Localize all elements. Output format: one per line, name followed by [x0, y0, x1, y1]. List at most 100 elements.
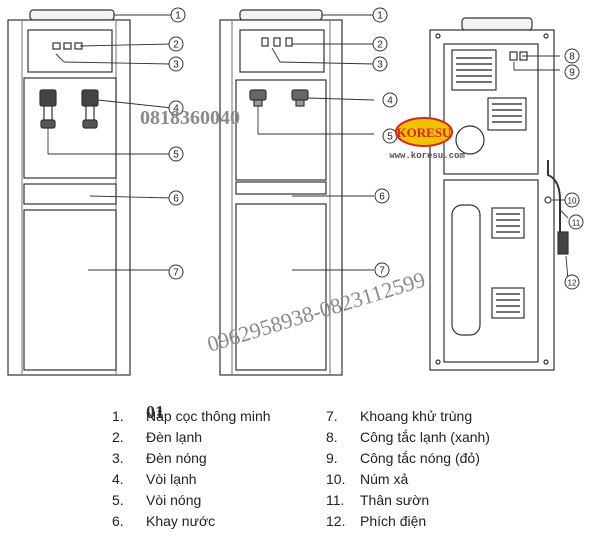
legend-item-number: 6. — [112, 513, 124, 529]
side-drip-tray — [235, 181, 327, 195]
back-callout-circle-10 — [564, 192, 580, 208]
legend-item: 11. Thân sườn — [326, 492, 429, 508]
legend-item-label: Nắp cọc thông minh — [146, 408, 271, 424]
side-callout-label-3: 3 — [377, 60, 383, 71]
legend-item: 4. Vòi lạnh — [112, 471, 197, 487]
front-callout-circle-1 — [170, 7, 186, 23]
back-callout-label-11: 11 — [572, 219, 581, 228]
back-power-plug — [557, 231, 569, 255]
legend-item-number: 7. — [326, 408, 338, 424]
back-callout-label-10: 10 — [568, 197, 577, 206]
side-callout-label-5: 5 — [387, 132, 393, 143]
front-callout-circle-3 — [168, 56, 184, 72]
legend-item-label: Khoang khử trùng — [360, 408, 473, 424]
legend-item-number: 10. — [326, 471, 346, 487]
front-control-panel — [27, 29, 113, 73]
side-callout-circle-2 — [372, 36, 388, 52]
side-callout-circle-4 — [382, 92, 398, 108]
back-vent-bottom-right — [491, 287, 525, 319]
front-view — [7, 9, 131, 376]
legend-item-label: Công tắc lạnh (xanh) — [360, 429, 490, 445]
front-callout-label-1: 1 — [175, 11, 181, 22]
side-callout-circle-1 — [372, 7, 388, 23]
side-callout-circle-3 — [372, 56, 388, 72]
front-cold-tap — [39, 89, 57, 129]
legend-item-label: Vòi lạnh — [146, 471, 197, 487]
side-control-panel — [239, 29, 325, 73]
legend-item-number: 5. — [112, 492, 124, 508]
logo-brand-text: KORESU — [397, 125, 453, 140]
legend-item-number: 11. — [326, 492, 345, 508]
back-drain-knob — [544, 196, 552, 204]
back-callout-circle-8 — [564, 48, 580, 64]
front-callout-circle-5 — [168, 146, 184, 162]
leader-lines — [47, 14, 569, 281]
legend-item: 12. Phích điện — [326, 513, 426, 529]
front-top-cap — [29, 9, 115, 21]
front-callout-label-3: 3 — [173, 60, 179, 71]
koresu-logo: KORESU www.koresu.com — [389, 117, 465, 161]
side-callout-label-7: 7 — [379, 266, 385, 277]
back-vent-middle — [487, 97, 527, 131]
legend-item: 5. Vòi nóng — [112, 492, 201, 508]
legend-item-label: Công tắc nóng (đỏ) — [360, 450, 480, 466]
front-callout-label-5: 5 — [173, 150, 179, 161]
legend-item-number: 4. — [112, 471, 124, 487]
front-hot-light — [63, 42, 72, 50]
logo-website-text: www.koresu.com — [389, 151, 465, 161]
front-cabinet — [23, 209, 117, 371]
side-callout-label-1: 1 — [377, 11, 383, 22]
front-tap-recess — [23, 77, 117, 179]
back-callout-circle-11 — [568, 214, 584, 230]
front-callout-circle-6 — [168, 190, 184, 206]
figure-number: 01 — [146, 402, 164, 422]
front-hot-tap — [81, 89, 99, 129]
watermark-phone-1: 0818360040 — [140, 107, 240, 129]
legend-item: 7. Khoang khử trùng — [326, 408, 472, 424]
legend-item-label: Thân sườn — [360, 492, 430, 508]
legend-item-label: Núm xả — [360, 471, 409, 487]
legend-item: 10. Núm xả — [326, 471, 408, 487]
back-callout-circle-9 — [564, 64, 580, 80]
legend-item: 1. Nắp cọc thông minh — [112, 408, 271, 424]
front-callout-circle-7 — [168, 264, 184, 280]
legend-item: 9. Công tắc nóng (đỏ) — [326, 450, 480, 466]
back-callout-label-12: 12 — [568, 279, 577, 288]
legend-item-label: Đèn lạnh — [146, 429, 203, 445]
front-cold-light — [52, 42, 61, 50]
legend-item: 2. Đèn lạnh — [112, 429, 202, 445]
front-callout-circle-4 — [168, 100, 184, 116]
legend-item-number: 2. — [112, 429, 124, 445]
legend-item-label: Phích điện — [360, 513, 427, 529]
legend-item-number: 12. — [326, 513, 346, 529]
legend-item-label: Đèn nóng — [146, 450, 207, 466]
legend-item: 8. Công tắc lạnh (xanh) — [326, 429, 490, 445]
side-cabinet — [235, 203, 327, 371]
side-hot-tap — [291, 89, 309, 107]
legend-item-number: 1. — [112, 408, 124, 424]
back-vent-slats — [456, 57, 522, 313]
front-drip-tray — [23, 183, 117, 205]
back-vent-lower-left — [451, 204, 481, 336]
side-callout-label-6: 6 — [379, 192, 385, 203]
back-vent-lower-right — [491, 207, 525, 239]
back-view — [429, 17, 569, 371]
legend-item-number: 9. — [326, 450, 338, 466]
legend-item: 3. Đèn nóng — [112, 450, 207, 466]
side-callout-circle-6 — [374, 188, 390, 204]
legend-item-label: Vòi nóng — [146, 492, 202, 508]
legend-item-label: Khay nước — [146, 513, 216, 529]
side-top-cap — [239, 9, 323, 21]
legend-item-number: 3. — [112, 450, 124, 466]
front-callout-label-6: 6 — [173, 194, 179, 205]
side-callout-circle-7 — [374, 262, 390, 278]
side-view — [219, 9, 343, 376]
back-callout-circle-12 — [564, 274, 580, 290]
side-callout-label-2: 2 — [377, 40, 383, 51]
front-callout-label-2: 2 — [173, 40, 179, 51]
legend-item-number: 8. — [326, 429, 338, 445]
legend-item: 6. Khay nước — [112, 513, 215, 529]
side-callout-label-4: 4 — [387, 96, 393, 107]
